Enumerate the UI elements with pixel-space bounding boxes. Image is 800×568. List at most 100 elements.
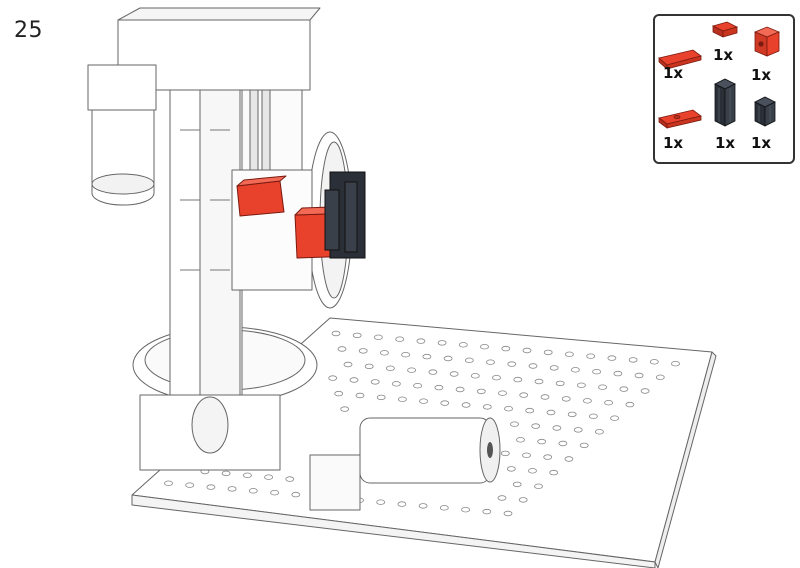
plate-stud xyxy=(248,488,258,494)
quantity-black-block-15: 1x xyxy=(751,134,772,152)
plate-stud xyxy=(522,452,531,458)
plate-stud xyxy=(455,386,465,393)
plate-stud xyxy=(461,507,471,513)
plate-stud xyxy=(534,378,544,385)
plate-stud xyxy=(482,508,492,515)
plate-stud xyxy=(227,486,237,492)
plate-stud xyxy=(549,469,559,476)
quantity-red-plate-1x1: 1x xyxy=(713,46,734,64)
plate-stud xyxy=(640,388,650,394)
plate-stud xyxy=(376,394,386,401)
plate-stud xyxy=(625,401,635,408)
plate-stud xyxy=(595,429,604,435)
plate-stud xyxy=(443,355,453,362)
plate-stud xyxy=(340,406,350,412)
quantity-red-cube-block: 1x xyxy=(751,66,772,84)
plate-stud xyxy=(439,505,449,511)
plate-stud xyxy=(507,361,517,367)
plate-stud xyxy=(440,400,450,406)
plate-stud xyxy=(519,392,529,398)
model-red-plate xyxy=(236,180,285,217)
plate-stud xyxy=(528,363,538,369)
plate-stud xyxy=(397,396,407,402)
plate-stud xyxy=(671,361,680,367)
plate-stud xyxy=(470,373,480,379)
plate-stud xyxy=(555,380,565,387)
plate-stud xyxy=(513,376,523,383)
plate-stud xyxy=(528,468,537,474)
plate-stud xyxy=(461,402,471,408)
plate-stud xyxy=(428,369,438,375)
plate-stud xyxy=(379,350,389,356)
plate-stud xyxy=(285,476,295,482)
plate-stud xyxy=(206,484,216,490)
plate-stud xyxy=(583,398,592,404)
red-cube-block-icon xyxy=(753,26,781,57)
plate-stud xyxy=(565,351,574,357)
plate-stud xyxy=(518,497,528,503)
plate-stud xyxy=(264,474,274,480)
step-number: 25 xyxy=(14,18,43,43)
quantity-black-block-30: 1x xyxy=(715,134,736,152)
motor xyxy=(359,417,491,484)
plate-stud xyxy=(242,472,252,478)
plate-stud xyxy=(391,381,401,387)
parts-list-panel: 1x 1x 1x 1x 1x 1x xyxy=(653,14,795,164)
plate-stud xyxy=(516,437,525,443)
plate-stud xyxy=(434,384,444,391)
plate-stud xyxy=(376,499,386,505)
plate-stud xyxy=(549,365,559,371)
base-plate-studs xyxy=(164,330,680,517)
plate-stud xyxy=(564,456,574,462)
plate-stud xyxy=(385,365,395,371)
black-building-block-30-icon xyxy=(714,78,736,127)
plate-stud xyxy=(619,386,629,392)
plate-stud xyxy=(506,466,516,472)
plate-stud xyxy=(464,357,474,363)
plate-stud xyxy=(458,342,468,348)
plate-stud xyxy=(589,413,598,419)
plate-stud xyxy=(512,481,522,488)
plate-stud xyxy=(613,370,623,377)
plate-stud xyxy=(334,390,344,397)
red-plate-1x2-with-hole-icon xyxy=(658,109,702,129)
plate-stud xyxy=(571,367,580,373)
red-plate-1x2-icon xyxy=(658,49,702,70)
plate-stud xyxy=(525,407,535,414)
plate-stud xyxy=(416,338,426,344)
plate-stud xyxy=(573,427,583,433)
plate-stud xyxy=(328,375,338,381)
plate-stud xyxy=(370,379,380,385)
plate-stud xyxy=(546,409,556,416)
plate-stud xyxy=(498,390,507,396)
plate-stud xyxy=(577,382,586,388)
plate-stud xyxy=(480,344,489,350)
plate-stud xyxy=(649,359,659,365)
plate-stud xyxy=(492,375,501,381)
plate-stud xyxy=(364,363,374,370)
plate-stud xyxy=(401,352,411,358)
plate-stud xyxy=(270,490,280,496)
plate-stud xyxy=(397,501,407,507)
plate-stud xyxy=(558,440,568,447)
quantity-red-plate-with-hole: 1x xyxy=(663,134,684,152)
plate-stud xyxy=(537,438,547,445)
plate-stud xyxy=(579,442,589,449)
plate-stud xyxy=(337,346,347,352)
plate-stud xyxy=(504,406,513,412)
plate-stud xyxy=(164,480,173,486)
plate-stud xyxy=(407,367,417,373)
plate-stud xyxy=(543,454,553,460)
plate-stud xyxy=(543,349,553,356)
plate-stud xyxy=(373,334,383,340)
plate-stud xyxy=(503,510,513,517)
plate-stud xyxy=(510,421,519,427)
plate-stud xyxy=(395,336,405,342)
plate-stud xyxy=(358,348,368,354)
plate-stud xyxy=(610,415,619,421)
plate-stud xyxy=(349,377,359,383)
plate-stud xyxy=(419,398,429,404)
plate-stud xyxy=(221,470,231,477)
plate-stud xyxy=(598,384,607,390)
plate-stud xyxy=(497,495,507,501)
